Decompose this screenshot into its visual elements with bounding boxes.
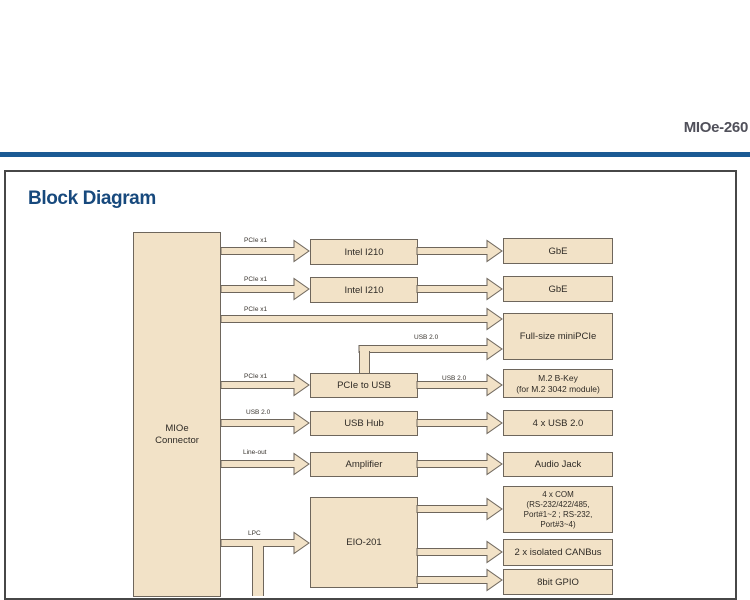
section-title: Block Diagram [28,188,156,209]
arrow-i210-gbe-1 [416,239,503,263]
arrow-pcie-row1 [220,239,310,263]
page-header-product: MIOe-260 [683,119,749,136]
arrow-eio-com [416,497,503,521]
output-m2-bkey: M.2 B-Key (for M.2 3042 module) [503,369,613,398]
arrow-eio-gpio [416,568,503,592]
chip-intel-i210-2: Intel I210 [310,277,418,303]
output-com-ports: 4 x COM (RS-232/422/485, Port#1~2 ; RS-2… [503,486,613,533]
bus-label-pcie-1: PCIe x1 [244,237,268,244]
output-gbe-1: GbE [503,238,613,264]
arrow-amp-audiojack [416,452,503,476]
output-usb2: 4 x USB 2.0 [503,410,613,436]
arrow-usb2-hub [220,411,310,435]
bus-label-pcie-4: PCIe x1 [244,373,268,380]
output-gpio: 8bit GPIO [503,569,613,595]
pipe-usb2-elbow [359,351,370,373]
bus-label-pcie-2: PCIe x1 [244,276,268,283]
arrow-lineout [220,452,310,476]
chip-intel-i210-1: Intel I210 [310,239,418,265]
output-audio-jack: Audio Jack [503,452,613,477]
arrow-pcie-minipcie [220,307,503,331]
chip-pcie-to-usb: PCIe to USB [310,373,418,398]
chip-usb-hub: USB Hub [310,411,418,436]
bus-label-lpc: LPC [248,530,261,537]
mioe-connector-label: MIOe Connector [155,423,199,446]
chip-eio-201: EIO-201 [310,497,418,588]
arrow-pcie-row2 [220,277,310,301]
arrow-usb2-m2 [416,373,503,397]
bus-label-pcie-3: PCIe x1 [244,306,268,313]
arrow-eio-canbus [416,540,503,564]
output-canbus: 2 x isolated CANBus [503,539,613,566]
arrow-pcie-row4 [220,373,310,397]
arrow-hub-usbports [416,411,503,435]
bus-label-usb2-elbow: USB 2.0 [414,334,439,341]
header-accent-line [0,152,750,157]
output-minipcie: Full-size miniPCIe [503,313,613,360]
mioe-connector-box: MIOe Connector [133,232,221,597]
chip-amplifier: Amplifier [310,452,418,477]
bus-label-usb2-m2: USB 2.0 [442,375,467,382]
output-gbe-2: GbE [503,276,613,302]
arrow-lpc [220,531,310,555]
bus-label-lineout: Line-out [243,449,267,456]
arrow-i210-gbe-2 [416,277,503,301]
arrow-usb2-minipcie [358,337,503,361]
bus-label-usb2-hub: USB 2.0 [246,409,271,416]
pipe-lpc-down [252,546,264,596]
